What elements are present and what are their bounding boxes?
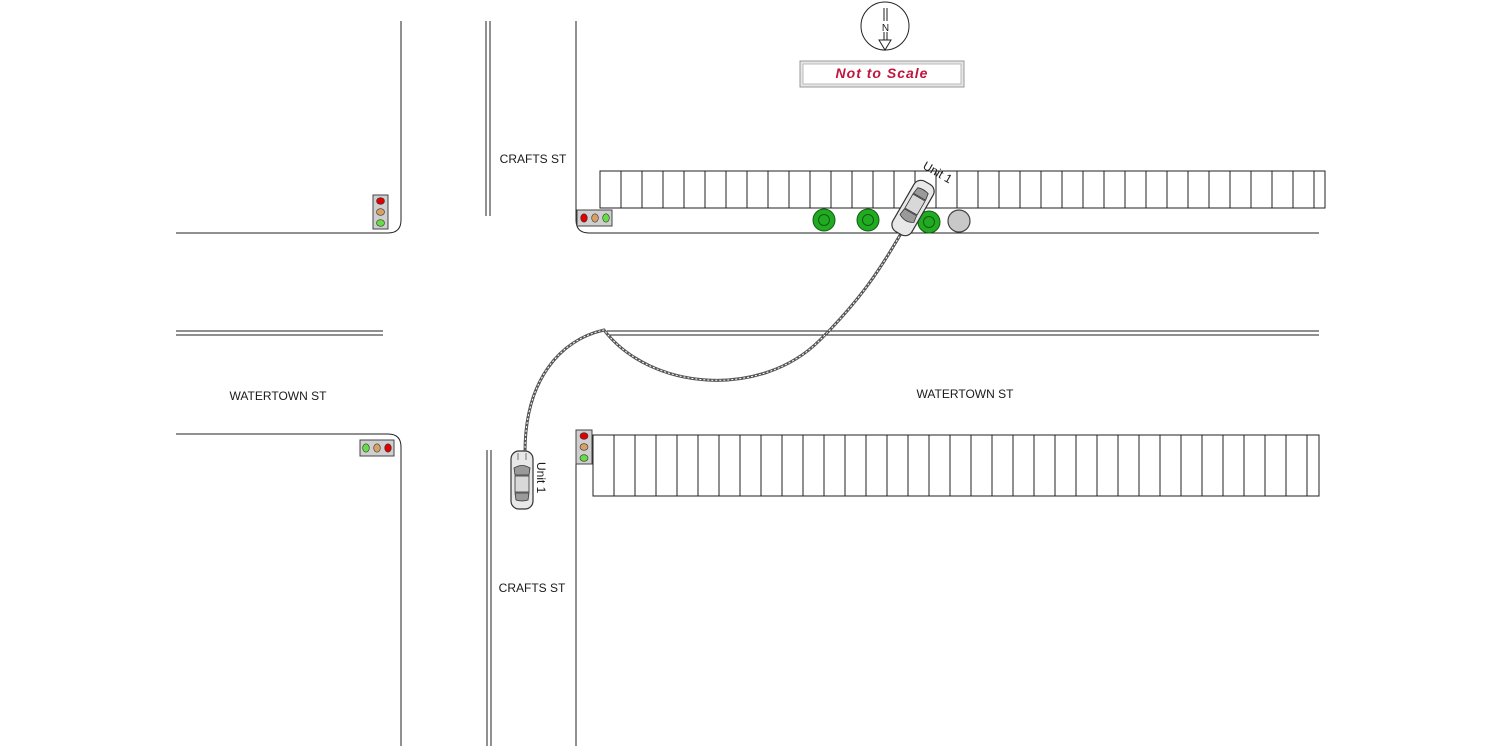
tree-icon: [856, 208, 880, 232]
street-label-crafts-north: CRAFTS ST: [500, 152, 567, 166]
utility-pole-icon: [947, 209, 971, 233]
compass-north-letter: N: [882, 23, 889, 34]
road-edges: [176, 21, 1319, 746]
traffic-signal-sw: [359, 439, 395, 457]
scale-note-badge: Not to Scale: [799, 60, 965, 88]
tree-icon: [812, 208, 836, 232]
ne-curb: [575, 21, 1319, 234]
vehicle-start-label: Unit 1: [534, 462, 548, 494]
south-parking-lot: [592, 434, 1320, 497]
vehicle-unit-1-start: [510, 450, 534, 510]
scale-note-text: Not to Scale: [836, 65, 929, 81]
nw-curb: [176, 21, 402, 234]
street-label-watertown-east: WATERTOWN ST: [917, 387, 1015, 401]
sw-curb: [176, 433, 402, 746]
north-arrow-compass: N: [860, 1, 910, 51]
north-parking-lot: [599, 170, 1326, 209]
street-label-crafts-south: CRAFTS ST: [499, 581, 566, 595]
traffic-signal-se: [575, 429, 593, 465]
street-label-watertown-west: WATERTOWN ST: [230, 389, 328, 403]
vehicle-travel-path: [523, 229, 905, 453]
traffic-signal-ne: [576, 209, 613, 227]
traffic-signal-nw: [372, 194, 389, 230]
vehicle-unit-1-final: [891, 179, 935, 237]
